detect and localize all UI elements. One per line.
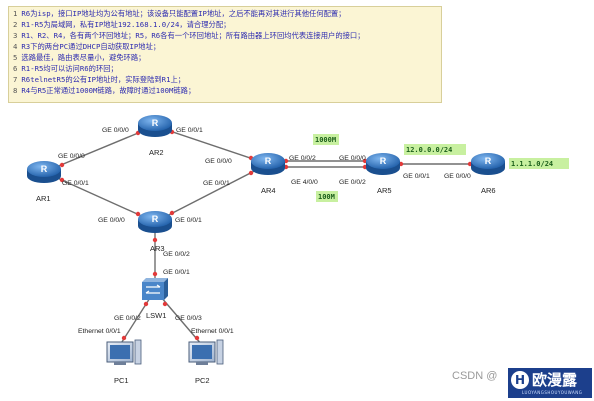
iface-ar4-ge001: GE 0/0/1 [203,180,230,187]
label-ar3: AR3 [150,244,165,253]
iface-lsw1-ge003: GE 0/0/3 [175,315,202,322]
router-ar4[interactable]: R [251,153,285,175]
svg-text:R: R [41,164,48,174]
label-pc2: PC2 [195,376,210,385]
iface-pc2-eth: Ethernet 0/0/1 [191,328,234,335]
brand-logo-icon: H [511,371,529,389]
label-lsw1: LSW1 [146,311,166,320]
iface-ar3-ge001: GE 0/0/1 [175,217,202,224]
svg-text:R: R [152,118,159,128]
switch-lsw1[interactable] [142,278,168,300]
iface-ar3-ge002: GE 0/0/2 [163,251,190,258]
iface-ar5-ge002: GE 0/0/2 [339,179,366,186]
annotation-net-ar5-ar6: 12.0.0.0/24 [404,144,466,155]
label-ar1: AR1 [36,194,51,203]
svg-text:1.1.1.0/24: 1.1.1.0/24 [511,160,553,168]
label-ar4: AR4 [261,186,276,195]
svg-text:R: R [265,156,272,166]
iface-ar2-ge001: GE 0/0/1 [176,127,203,134]
iface-ar2-ge000: GE 0/0/0 [102,127,129,134]
iface-pc1-eth: Ethernet 0/0/1 [78,328,121,335]
annotation-loop-ar6: 1.1.1.0/24 [509,158,569,169]
pc-pc2[interactable] [188,339,224,365]
router-ar6[interactable]: R [471,153,505,175]
svg-text:R: R [485,156,492,166]
label-ar5: AR5 [377,186,392,195]
svg-text:100M: 100M [318,193,335,201]
svg-text:R: R [380,156,387,166]
router-ar3[interactable]: R [138,211,172,233]
label-pc1: PC1 [114,376,129,385]
brand-badge: H 欧漫露 LUOYANGSHOUYOUWANG [508,368,592,398]
iface-ar3-ge000: GE 0/0/0 [98,217,125,224]
brand-subtitle: LUOYANGSHOUYOUWANG [522,390,583,395]
iface-ar1-ge001: GE 0/0/1 [62,180,89,187]
iface-ar5-ge001: GE 0/0/1 [403,173,430,180]
label-ar2: AR2 [149,148,164,157]
iface-ar1-ge000: GE 0/0/0 [58,153,85,160]
svg-text:12.0.0.0/24: 12.0.0.0/24 [406,146,452,154]
csdn-watermark: CSDN @ [452,370,498,382]
label-ar6: AR6 [481,186,496,195]
annotation-1000m: 1000M [313,134,339,145]
brand-name: 欧漫露 [532,371,578,389]
iface-ar4-ge002: GE 0/0/2 [289,155,316,162]
router-ar2[interactable]: R [138,115,172,137]
svg-text:R: R [152,214,159,224]
iface-ar6-ge000: GE 0/0/0 [444,173,471,180]
iface-lsw1-ge001: GE 0/0/1 [163,269,190,276]
pc-pc1[interactable] [106,339,142,365]
router-ar1[interactable]: R [27,161,61,183]
svg-text:1000M: 1000M [315,136,336,144]
iface-ar4-ge000: GE 0/0/0 [205,158,232,165]
annotation-100m: 100M [316,191,338,202]
iface-ar4-ge400: GE 4/0/0 [291,179,318,186]
iface-lsw1-ge002: GE 0/0/2 [114,315,141,322]
iface-ar5-ge000: GE 0/0/0 [339,155,366,162]
router-ar5[interactable]: R [366,153,400,175]
